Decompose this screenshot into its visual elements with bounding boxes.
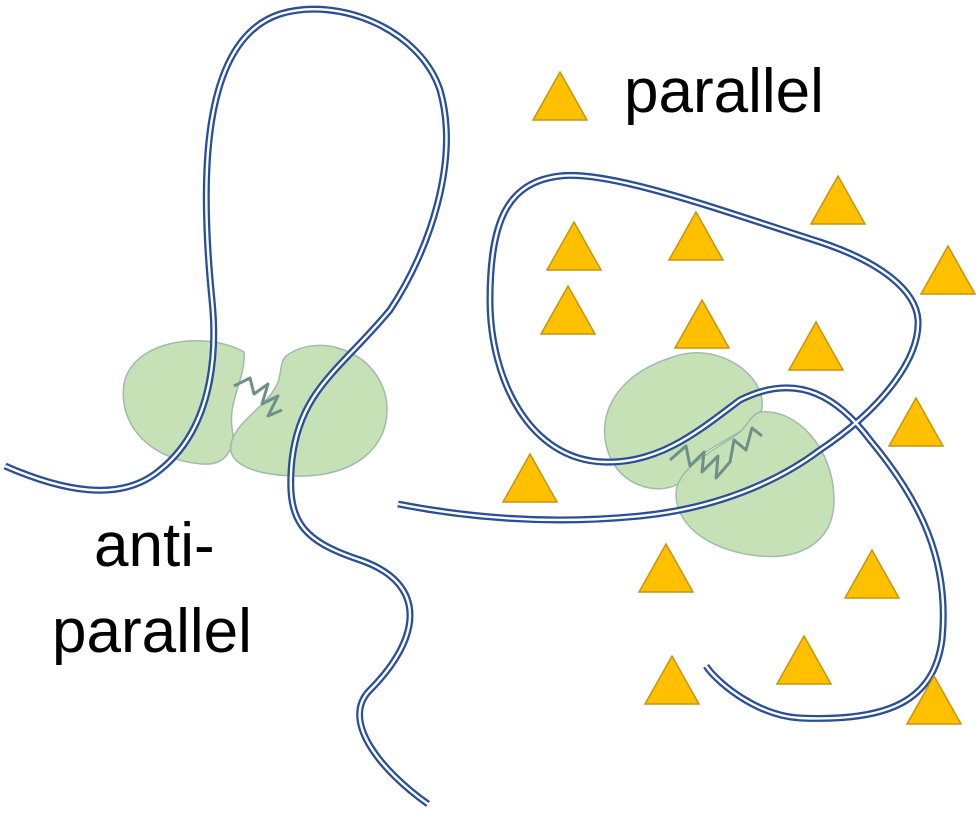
label-antiparallel-line2: parallel xyxy=(52,597,252,666)
legend-triangle-icon xyxy=(531,70,589,121)
molecule-triangle-icon-5 xyxy=(539,284,597,335)
molecule-triangle-icon-8 xyxy=(887,396,945,447)
molecule-triangle-icon-4 xyxy=(919,244,977,295)
molecule-triangle-icon-2 xyxy=(545,220,603,271)
molecule-triangle-icon-12 xyxy=(775,634,833,685)
strand-antiparallel-a-inner xyxy=(4,8,448,805)
interaction-zigzags xyxy=(233,376,763,480)
molecule-triangle-icon-13 xyxy=(643,654,701,705)
molecule-triangles xyxy=(501,70,977,725)
molecule-triangle-icon-9 xyxy=(501,452,559,503)
molecule-triangle-icon-3 xyxy=(667,210,725,261)
zigzag-right xyxy=(669,426,763,480)
molecule-triangle-icon-7 xyxy=(787,320,845,371)
strand-parallel-a-inner xyxy=(397,174,945,720)
dna-strands xyxy=(3,5,947,807)
zigzag-left xyxy=(233,376,283,418)
molecule-triangle-icon-1 xyxy=(809,174,867,225)
molecule-triangle-icon-10 xyxy=(637,542,695,593)
label-antiparallel-line1: anti- xyxy=(94,511,215,580)
molecule-triangle-icon-14 xyxy=(905,674,963,725)
label-parallel: parallel xyxy=(624,57,824,126)
protein-complexes xyxy=(122,340,835,558)
molecule-triangle-icon-11 xyxy=(843,548,901,599)
molecule-triangle-icon-6 xyxy=(673,298,731,349)
